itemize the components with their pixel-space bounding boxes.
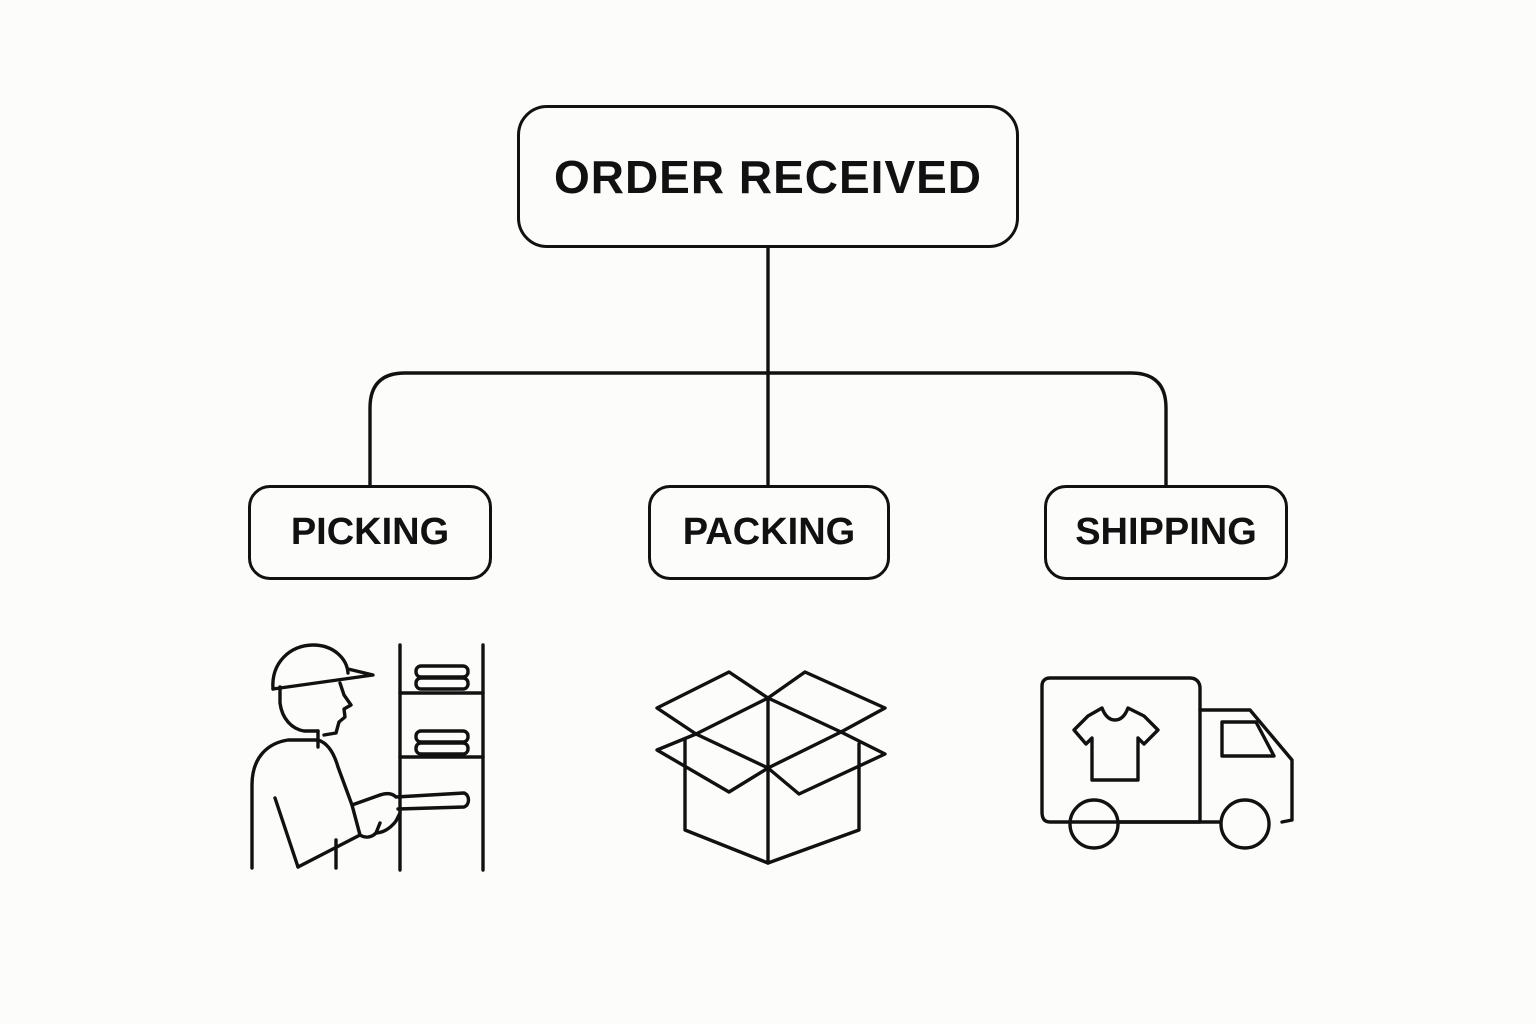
packing-label: PACKING (682, 511, 856, 553)
packing-node: PACKING (648, 485, 890, 580)
picking-node: PICKING (248, 485, 492, 580)
order-received-label: ORDER RECEIVED (553, 150, 983, 203)
delivery-truck-icon (1030, 670, 1305, 860)
order-received-node: ORDER RECEIVED (517, 105, 1019, 248)
picking-label: PICKING (290, 511, 450, 553)
shipping-node: SHIPPING (1044, 485, 1288, 580)
open-box-icon (645, 660, 895, 875)
shipping-label: SHIPPING (1075, 511, 1257, 553)
connector-horizontal-bar (368, 371, 1168, 487)
warehouse-worker-icon (240, 635, 500, 880)
